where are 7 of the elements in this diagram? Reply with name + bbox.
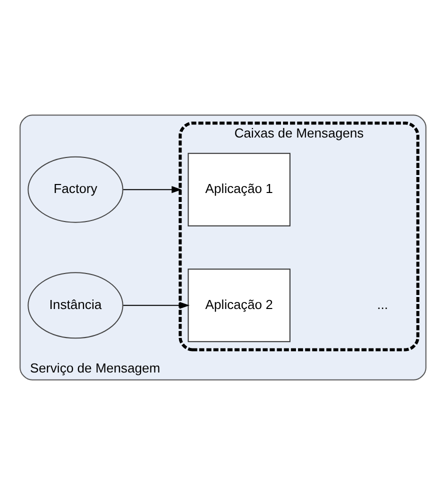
node-ellipse: Instância [28,272,124,339]
node-box: Aplicação 1 [188,152,290,226]
arrow [123,302,190,309]
node-box: Aplicação 2 [188,268,290,342]
arrow [123,186,182,194]
label: ... [377,296,388,312]
node-ellipse: Factory [28,156,124,223]
